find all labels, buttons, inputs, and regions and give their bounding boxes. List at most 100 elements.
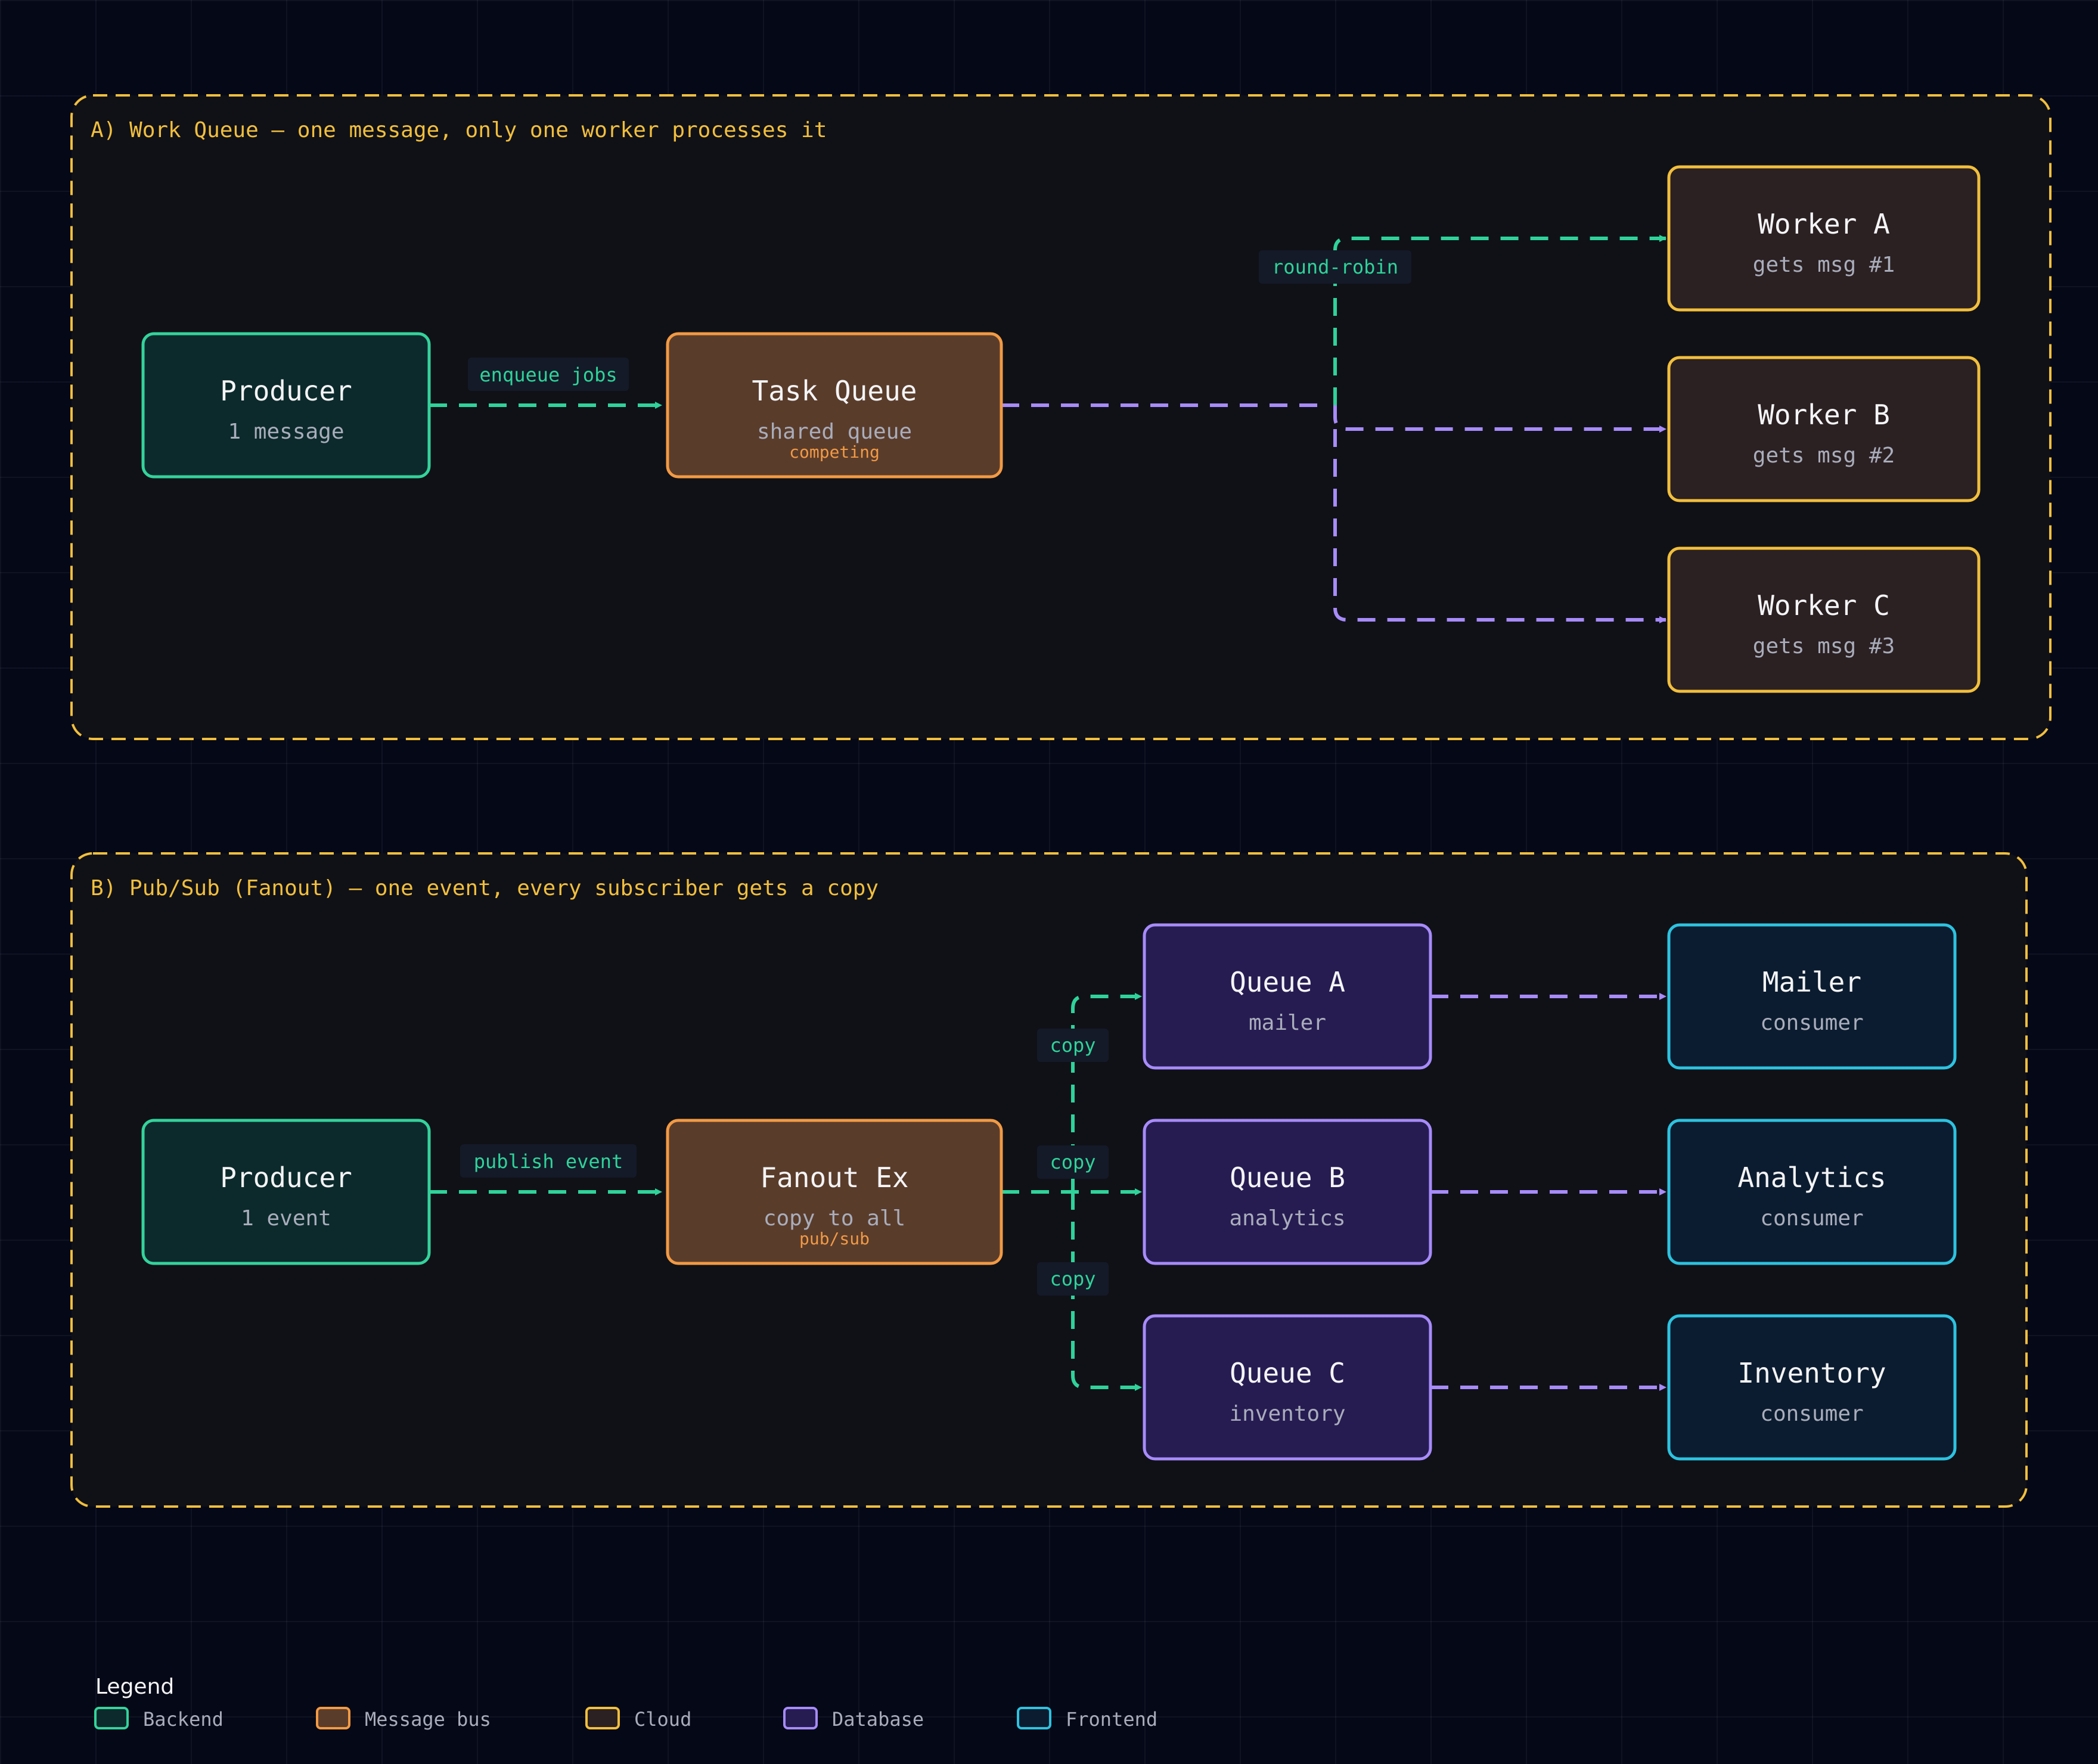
node-subtitle: analytics bbox=[1229, 1206, 1345, 1231]
edge-label-publish-event: publish event bbox=[460, 1144, 637, 1178]
edge-label-bg bbox=[1037, 1145, 1109, 1179]
legend-label: Cloud bbox=[634, 1708, 691, 1731]
node-box bbox=[1667, 923, 1957, 1070]
node-inventory-consumer[interactable]: Inventory consumer bbox=[1667, 1314, 1957, 1461]
legend-item-cloud: Cloud bbox=[585, 1707, 691, 1731]
node-tag: pub/sub bbox=[799, 1229, 870, 1249]
legend-label: Message bus bbox=[365, 1708, 491, 1731]
node-subtitle: 1 event bbox=[241, 1206, 331, 1231]
node-subtitle: consumer bbox=[1760, 1402, 1863, 1426]
legend-item-backend: Backend bbox=[94, 1707, 224, 1731]
node-title: Worker B bbox=[1758, 399, 1890, 431]
legend-label: Database bbox=[832, 1708, 924, 1731]
node-subtitle: mailer bbox=[1249, 1011, 1326, 1035]
node-subtitle: consumer bbox=[1760, 1206, 1863, 1231]
node-title: Worker A bbox=[1758, 208, 1890, 240]
node-analytics-consumer[interactable]: Analytics consumer bbox=[1667, 1119, 1957, 1265]
legend-swatch bbox=[94, 1707, 129, 1729]
node-title: Queue B bbox=[1230, 1161, 1345, 1194]
node-event-producer[interactable]: Producer 1 event bbox=[141, 1119, 431, 1265]
group-pub-sub-title: B) Pub/Sub (Fanout) — one event, every s… bbox=[91, 876, 879, 900]
edge-label-bg bbox=[1259, 250, 1411, 284]
node-box bbox=[1143, 1314, 1432, 1461]
node-box bbox=[1667, 165, 1981, 312]
node-box bbox=[1667, 356, 1981, 502]
legend-label: Frontend bbox=[1066, 1708, 1157, 1731]
node-worker-b[interactable]: Worker B gets msg #2 bbox=[1667, 356, 1981, 502]
node-title: Fanout Ex bbox=[760, 1161, 908, 1194]
node-queue-a[interactable]: Queue A mailer bbox=[1143, 923, 1432, 1070]
legend-swatch bbox=[783, 1707, 818, 1729]
edge-label-text: copy bbox=[1050, 1034, 1095, 1057]
node-queue-b[interactable]: Queue B analytics bbox=[1143, 1119, 1432, 1265]
legend-label: Backend bbox=[143, 1708, 224, 1731]
group-pub-sub-frame bbox=[70, 852, 2028, 1508]
legend-swatch bbox=[585, 1707, 620, 1729]
node-tag: competing bbox=[789, 442, 880, 462]
node-task-queue[interactable]: Task Queue shared queue competing bbox=[666, 332, 1003, 479]
edge-label-copy-b: copy bbox=[1037, 1145, 1109, 1179]
edge-label-text: round-robin bbox=[1272, 256, 1398, 278]
node-queue-c[interactable]: Queue C inventory bbox=[1143, 1314, 1432, 1461]
node-box bbox=[1667, 546, 1981, 693]
node-title: Analytics bbox=[1737, 1161, 1886, 1194]
edge-label-copy-a: copy bbox=[1037, 1029, 1109, 1062]
edge-label-bg bbox=[468, 358, 629, 391]
edge-label-round-robin: round-robin bbox=[1259, 250, 1411, 284]
legend-swatch bbox=[1017, 1707, 1051, 1729]
node-subtitle: inventory bbox=[1229, 1402, 1345, 1426]
node-producer[interactable]: Producer 1 message bbox=[141, 332, 431, 479]
node-subtitle: 1 message bbox=[228, 420, 344, 444]
edge-fanout-to-queue-c bbox=[1071, 1192, 1142, 1391]
group-work-queue: A) Work Queue — one message, only one wo… bbox=[70, 94, 2052, 740]
node-mailer-consumer[interactable]: Mailer consumer bbox=[1667, 923, 1957, 1070]
legend-item-database: Database bbox=[783, 1707, 924, 1731]
edge-fanout-to-queue-a bbox=[1071, 993, 1142, 1192]
node-box bbox=[141, 1119, 431, 1265]
node-subtitle: gets msg #3 bbox=[1753, 634, 1895, 659]
node-worker-c[interactable]: Worker C gets msg #3 bbox=[1667, 546, 1981, 693]
legend-item-message-bus: Message bus bbox=[316, 1707, 491, 1731]
node-title: Queue A bbox=[1230, 966, 1345, 998]
pub-sub-edges bbox=[429, 993, 1666, 1391]
node-box bbox=[1143, 1119, 1432, 1265]
node-title: Producer bbox=[220, 1161, 352, 1194]
edge-label-copy-c: copy bbox=[1037, 1262, 1109, 1296]
edge-router-to-worker-c bbox=[1333, 429, 1666, 623]
node-box bbox=[666, 332, 1003, 479]
node-title: Worker C bbox=[1758, 589, 1890, 622]
legend-swatch bbox=[316, 1707, 350, 1729]
edge-label-enqueue-jobs: enqueue jobs bbox=[468, 358, 629, 391]
node-title: Producer bbox=[220, 375, 352, 407]
edge-label-text: enqueue jobs bbox=[479, 364, 617, 386]
node-box bbox=[1667, 1119, 1957, 1265]
node-box bbox=[666, 1119, 1003, 1265]
legend-title: Legend bbox=[95, 1675, 174, 1699]
node-box bbox=[141, 332, 431, 479]
node-subtitle: consumer bbox=[1760, 1011, 1863, 1035]
node-subtitle: gets msg #2 bbox=[1753, 443, 1895, 468]
work-queue-edges bbox=[429, 235, 1666, 623]
node-title: Task Queue bbox=[752, 375, 917, 407]
edge-router-to-worker-a bbox=[1333, 235, 1666, 405]
node-subtitle: gets msg #1 bbox=[1753, 253, 1895, 277]
node-title: Queue C bbox=[1230, 1357, 1345, 1389]
edge-label-text: copy bbox=[1050, 1151, 1095, 1173]
edge-label-bg bbox=[460, 1144, 637, 1178]
node-subtitle: shared queue bbox=[757, 420, 912, 444]
node-box bbox=[1667, 1314, 1957, 1461]
group-pub-sub: B) Pub/Sub (Fanout) — one event, every s… bbox=[70, 852, 2028, 1508]
node-worker-a[interactable]: Worker A gets msg #1 bbox=[1667, 165, 1981, 312]
legend: Legend Backend Message bus Cloud Databas… bbox=[94, 1675, 1157, 1731]
node-box bbox=[1143, 923, 1432, 1070]
edge-label-text: publish event bbox=[474, 1150, 623, 1173]
node-fanout-exchange[interactable]: Fanout Ex copy to all pub/sub bbox=[666, 1119, 1003, 1265]
group-work-queue-frame bbox=[70, 94, 2052, 740]
edge-label-text: copy bbox=[1050, 1268, 1095, 1290]
group-work-queue-title: A) Work Queue — one message, only one wo… bbox=[91, 118, 827, 142]
edge-router-to-worker-b bbox=[1333, 405, 1666, 433]
edge-label-bg bbox=[1037, 1029, 1109, 1062]
node-title: Mailer bbox=[1762, 966, 1861, 998]
node-title: Inventory bbox=[1737, 1357, 1886, 1389]
